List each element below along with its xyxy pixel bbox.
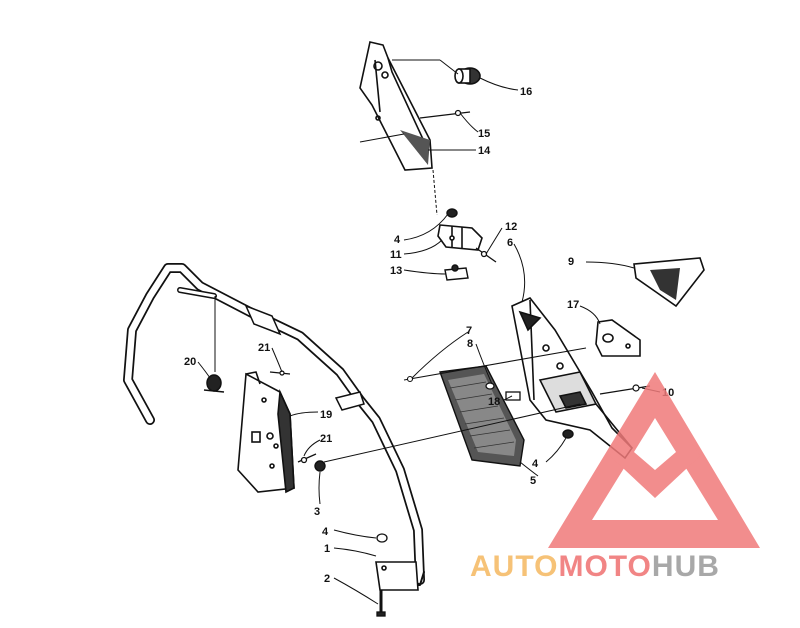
watermark-text: AUTOMOTOHUB bbox=[470, 550, 720, 583]
plate-holder-19 bbox=[237, 371, 295, 494]
reflector-9 bbox=[633, 257, 705, 308]
pin-12 bbox=[475, 247, 497, 263]
callout-3: 3 bbox=[314, 506, 320, 518]
screw-21-lower bbox=[297, 453, 317, 464]
grille-plate-5 bbox=[439, 365, 525, 467]
callout-4-upper: 4 bbox=[394, 234, 401, 246]
callout-17: 17 bbox=[567, 299, 579, 311]
callout-14: 14 bbox=[478, 145, 491, 157]
callout-11: 11 bbox=[390, 249, 402, 261]
callout-5: 5 bbox=[530, 475, 536, 487]
screw-21-upper bbox=[269, 370, 291, 376]
pin-7-line bbox=[403, 347, 587, 383]
watermark-triangle-logo bbox=[548, 372, 760, 548]
callout-9: 9 bbox=[568, 256, 574, 268]
bushing-16 bbox=[454, 67, 481, 85]
callout-4-lower: 4 bbox=[322, 526, 329, 538]
bracket-plate-14 bbox=[359, 41, 433, 171]
assembly-axis-line bbox=[323, 403, 581, 463]
nut-4-lower bbox=[376, 533, 388, 543]
callout-1: 1 bbox=[324, 543, 330, 555]
callout-16: 16 bbox=[520, 86, 532, 98]
nut-3-cap bbox=[314, 460, 326, 472]
clamp-20 bbox=[203, 374, 225, 393]
nut-4-upper bbox=[446, 208, 458, 218]
fastener-8-18 bbox=[485, 382, 521, 401]
callout-4-mid: 4 bbox=[532, 458, 539, 470]
screw-10 bbox=[599, 384, 651, 395]
callout-labels: 16 15 14 4 11 12 6 13 9 17 7 8 21 20 18 … bbox=[184, 86, 674, 585]
bolt-2 bbox=[376, 590, 386, 617]
leader-lines bbox=[197, 77, 661, 605]
callout-7: 7 bbox=[466, 325, 472, 337]
bracket-17 bbox=[595, 319, 641, 357]
clip-bracket-11 bbox=[437, 224, 483, 251]
callout-18: 18 bbox=[488, 396, 500, 408]
bumper-foot bbox=[375, 561, 419, 591]
automotohub-watermark: AUTOMOTOHUB bbox=[470, 372, 760, 583]
callout-19: 19 bbox=[320, 409, 332, 421]
callout-6: 6 bbox=[507, 237, 513, 249]
mount-bracket bbox=[334, 391, 365, 411]
callout-20: 20 bbox=[184, 356, 196, 368]
tube-sleeve bbox=[244, 304, 282, 336]
clip-13 bbox=[444, 264, 469, 281]
watermark-inner-chevron bbox=[610, 440, 700, 498]
callout-8: 8 bbox=[467, 338, 473, 350]
callout-21-lower: 21 bbox=[320, 433, 332, 445]
callout-12: 12 bbox=[505, 221, 517, 233]
callout-15: 15 bbox=[478, 128, 490, 140]
callout-21-upper: 21 bbox=[258, 342, 270, 354]
callout-2: 2 bbox=[324, 573, 330, 585]
nut-4-mid bbox=[562, 429, 574, 439]
callout-13: 13 bbox=[390, 265, 402, 277]
